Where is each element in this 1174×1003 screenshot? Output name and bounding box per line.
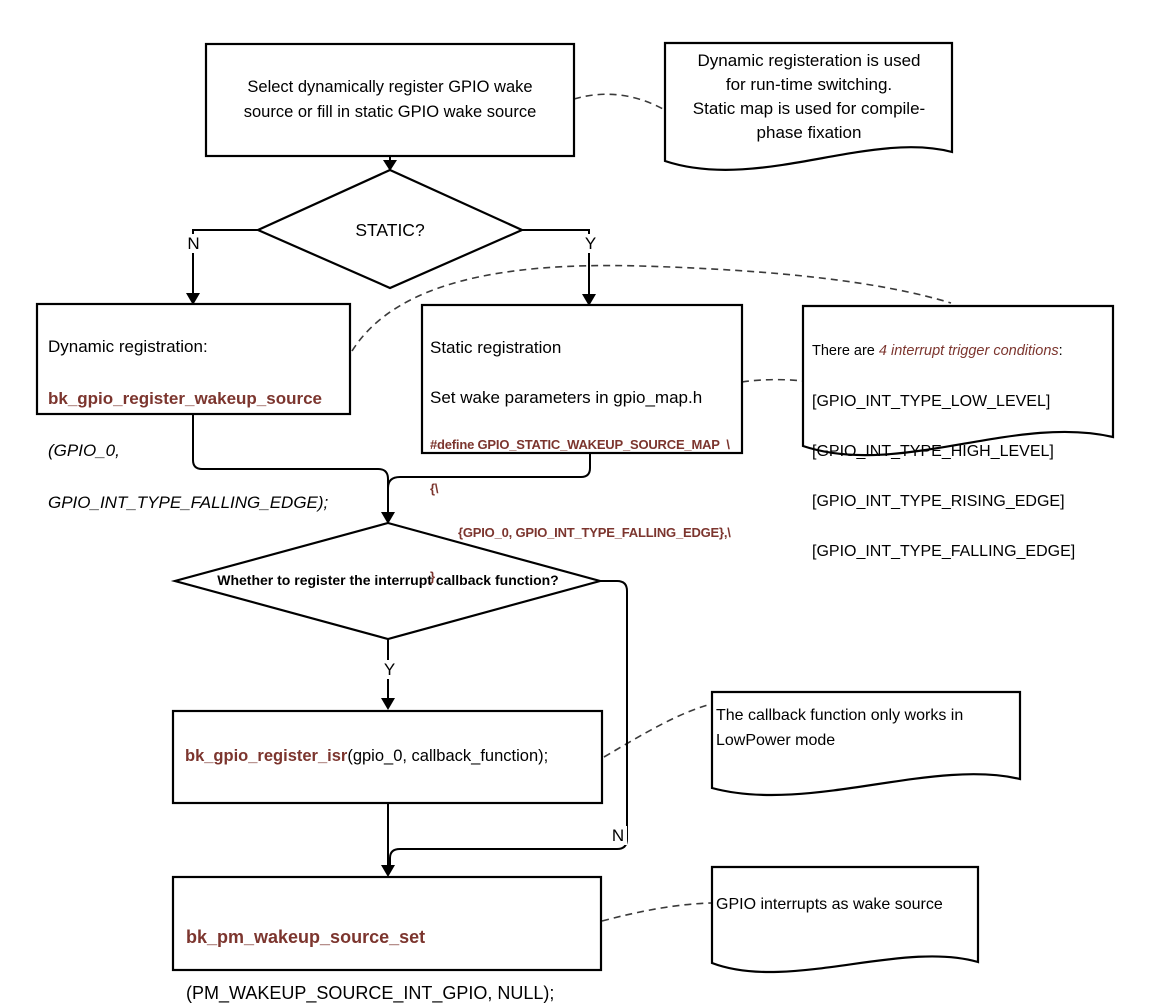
dynamic-box-arg2: GPIO_INT_TYPE_FALLING_EDGE);	[48, 493, 329, 512]
dynamic-box-shape	[35, 302, 352, 416]
decision-static-label: STATIC?	[355, 220, 425, 240]
start-box-shape	[204, 42, 576, 158]
note-top-text: Dynamic registeration is used for run-ti…	[692, 51, 926, 142]
decision-callback-shape	[170, 521, 605, 641]
connector-decision-no-branch	[192, 229, 258, 294]
pm-box-fn: bk_pm_wakeup_source_set	[186, 927, 426, 947]
arrowhead-into-dynamic-box	[186, 293, 200, 305]
decision-static-yes-label: Y	[581, 234, 600, 253]
decision-static-no-label: N	[184, 234, 203, 253]
note-top-shape	[663, 41, 954, 171]
arrowhead-into-isr-box	[381, 698, 395, 710]
note-callback-shape	[710, 690, 1022, 797]
arrowhead-into-static-box	[582, 294, 596, 306]
connector-decision-yes-branch	[522, 229, 590, 295]
isr-box-shape	[171, 709, 604, 805]
decision-callback-yes-label: Y	[380, 660, 399, 679]
static-box-code3: {GPIO_0, GPIO_INT_TYPE_FALLING_EDGE},\	[458, 525, 731, 540]
static-box-code4: }	[430, 569, 435, 584]
note-triggers-intro-suffix: :	[1058, 343, 1063, 359]
static-box-code1: #define GPIO_STATIC_WAKEUP_SOURCE_MAP \	[430, 437, 730, 452]
note-triggers-intro-em: 4 interrupt trigger conditions	[878, 343, 1059, 359]
isr-box-fn: bk_gpio_register_isr	[185, 747, 348, 765]
decision-callback-no-label: N	[609, 826, 627, 845]
static-box-line2: Set wake parameters in gpio_map.h	[430, 388, 703, 407]
connector-pm-to-wake-note	[601, 902, 712, 922]
note-wake-text: GPIO interrupts as wake source	[716, 896, 943, 913]
note-triggers-item: [GPIO_INT_TYPE_LOW_LEVEL]	[812, 393, 1051, 410]
arrowhead-into-decision1	[383, 160, 397, 171]
connector-dynamic-to-decision2	[192, 414, 389, 513]
isr-box-args: (gpio_0, callback_function);	[347, 747, 549, 765]
dynamic-box-fn: bk_gpio_register_wakeup_source	[48, 389, 323, 408]
isr-box-text: bk_gpio_register_isr(gpio_0, callback_fu…	[185, 747, 597, 766]
connector-start-to-top-note	[573, 93, 664, 110]
dynamic-box-text: Dynamic registration: bk_gpio_register_w…	[48, 308, 344, 542]
pm-box-text: bk_pm_wakeup_source_set (PM_WAKEUP_SOURC…	[186, 895, 590, 1003]
connector-isr-to-callback-note	[603, 703, 712, 758]
note-callback-text: The callback function only works in LowP…	[716, 707, 964, 749]
note-triggers-shape	[801, 304, 1115, 457]
static-box-text: Static registration Set wake parameters …	[430, 310, 738, 611]
start-box-label: Select dynamically register GPIO wake so…	[243, 78, 537, 121]
decision-static-shape	[255, 168, 525, 290]
connector-dynamic-to-triggers-note	[351, 264, 952, 352]
decision-callback-label: Whether to register the interrupt callba…	[217, 572, 559, 588]
note-triggers-intro-prefix: There are	[812, 343, 879, 359]
note-triggers-item: [GPIO_INT_TYPE_RISING_EDGE]	[812, 493, 1065, 510]
note-triggers-text: There are 4 interrupt trigger conditions…	[812, 314, 1108, 589]
note-triggers-item: [GPIO_INT_TYPE_FALLING_EDGE]	[812, 543, 1076, 560]
dynamic-box-line1: Dynamic registration:	[48, 337, 208, 356]
static-box-shape	[420, 303, 744, 455]
connector-decision2-no	[389, 580, 628, 865]
pm-box-args: (PM_WAKEUP_SOURCE_INT_GPIO, NULL);	[186, 983, 555, 1003]
note-triggers-intro: There are 4 interrupt trigger conditions…	[812, 339, 1108, 364]
static-box-line1: Static registration	[430, 338, 562, 357]
dynamic-box-arg1: (GPIO_0,	[48, 441, 120, 460]
static-box-code2: {\	[430, 481, 439, 496]
pm-box-shape	[171, 875, 603, 972]
connector-static-to-decision2	[387, 453, 591, 489]
arrowhead-into-pm-box	[381, 865, 395, 877]
connector-static-to-triggers-note	[741, 378, 804, 383]
note-triggers-item: [GPIO_INT_TYPE_HIGH_LEVEL]	[812, 443, 1054, 460]
note-wake-shape	[710, 865, 980, 974]
arrowhead-into-decision2	[381, 512, 395, 524]
